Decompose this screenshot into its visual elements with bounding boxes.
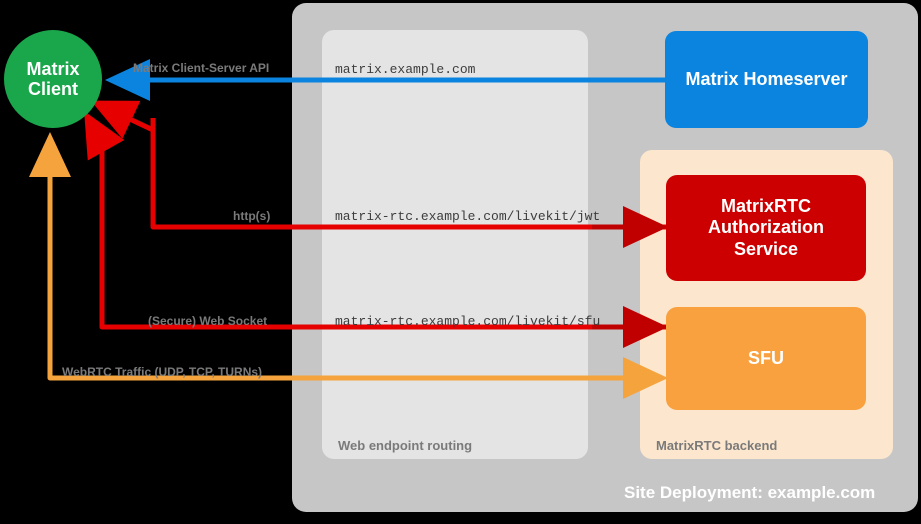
- arrow-webrtc-to-client: [28, 132, 660, 381]
- auth-service-label-line3: Service: [733, 238, 799, 259]
- auth-service-label-line2: Authorization: [708, 217, 824, 238]
- matrix-homeserver-label: Matrix Homeserver: [685, 68, 848, 89]
- matrix-client-label-line2: Client: [27, 79, 78, 99]
- arrow-https-to-client: [150, 118, 666, 230]
- auth-service-label-line1: MatrixRTC: [720, 195, 811, 216]
- connection-label-client-server-api: Matrix Client-Server API: [133, 61, 270, 75]
- container-label-matrixrtc-backend: MatrixRTC backend: [656, 438, 778, 453]
- connection-label-https: http(s): [233, 209, 271, 223]
- container-label-web-endpoint-routing: Web endpoint routing: [338, 438, 473, 453]
- arrow-https-head: [90, 100, 155, 139]
- node-matrixrtc-authorization-service[interactable]: MatrixRTC Authorization Service: [666, 175, 866, 281]
- node-sfu[interactable]: SFU: [666, 307, 866, 410]
- endpoint-label-matrix: matrix.example.com: [335, 62, 476, 77]
- connection-label-webrtc: WebRTC Traffic (UDP, TCP, TURNs): [62, 365, 263, 379]
- web-endpoint-routing-container: [322, 30, 588, 459]
- connection-label-websocket: (Secure) Web Socket: [148, 314, 268, 328]
- sfu-label: SFU: [748, 347, 784, 368]
- arrow-websocket-head: [84, 111, 125, 161]
- endpoint-label-sfu: matrix-rtc.example.com/livekit/sfu: [335, 314, 601, 329]
- node-matrix-client[interactable]: Matrix Client: [4, 30, 102, 128]
- endpoint-label-jwt: matrix-rtc.example.com/livekit/jwt: [335, 209, 601, 224]
- container-label-site-deployment: Site Deployment: example.com: [624, 483, 876, 502]
- matrix-client-label-line1: Matrix: [26, 58, 80, 79]
- node-matrix-homeserver[interactable]: Matrix Homeserver: [665, 31, 868, 128]
- arrow-websocket-to-client: [99, 132, 666, 330]
